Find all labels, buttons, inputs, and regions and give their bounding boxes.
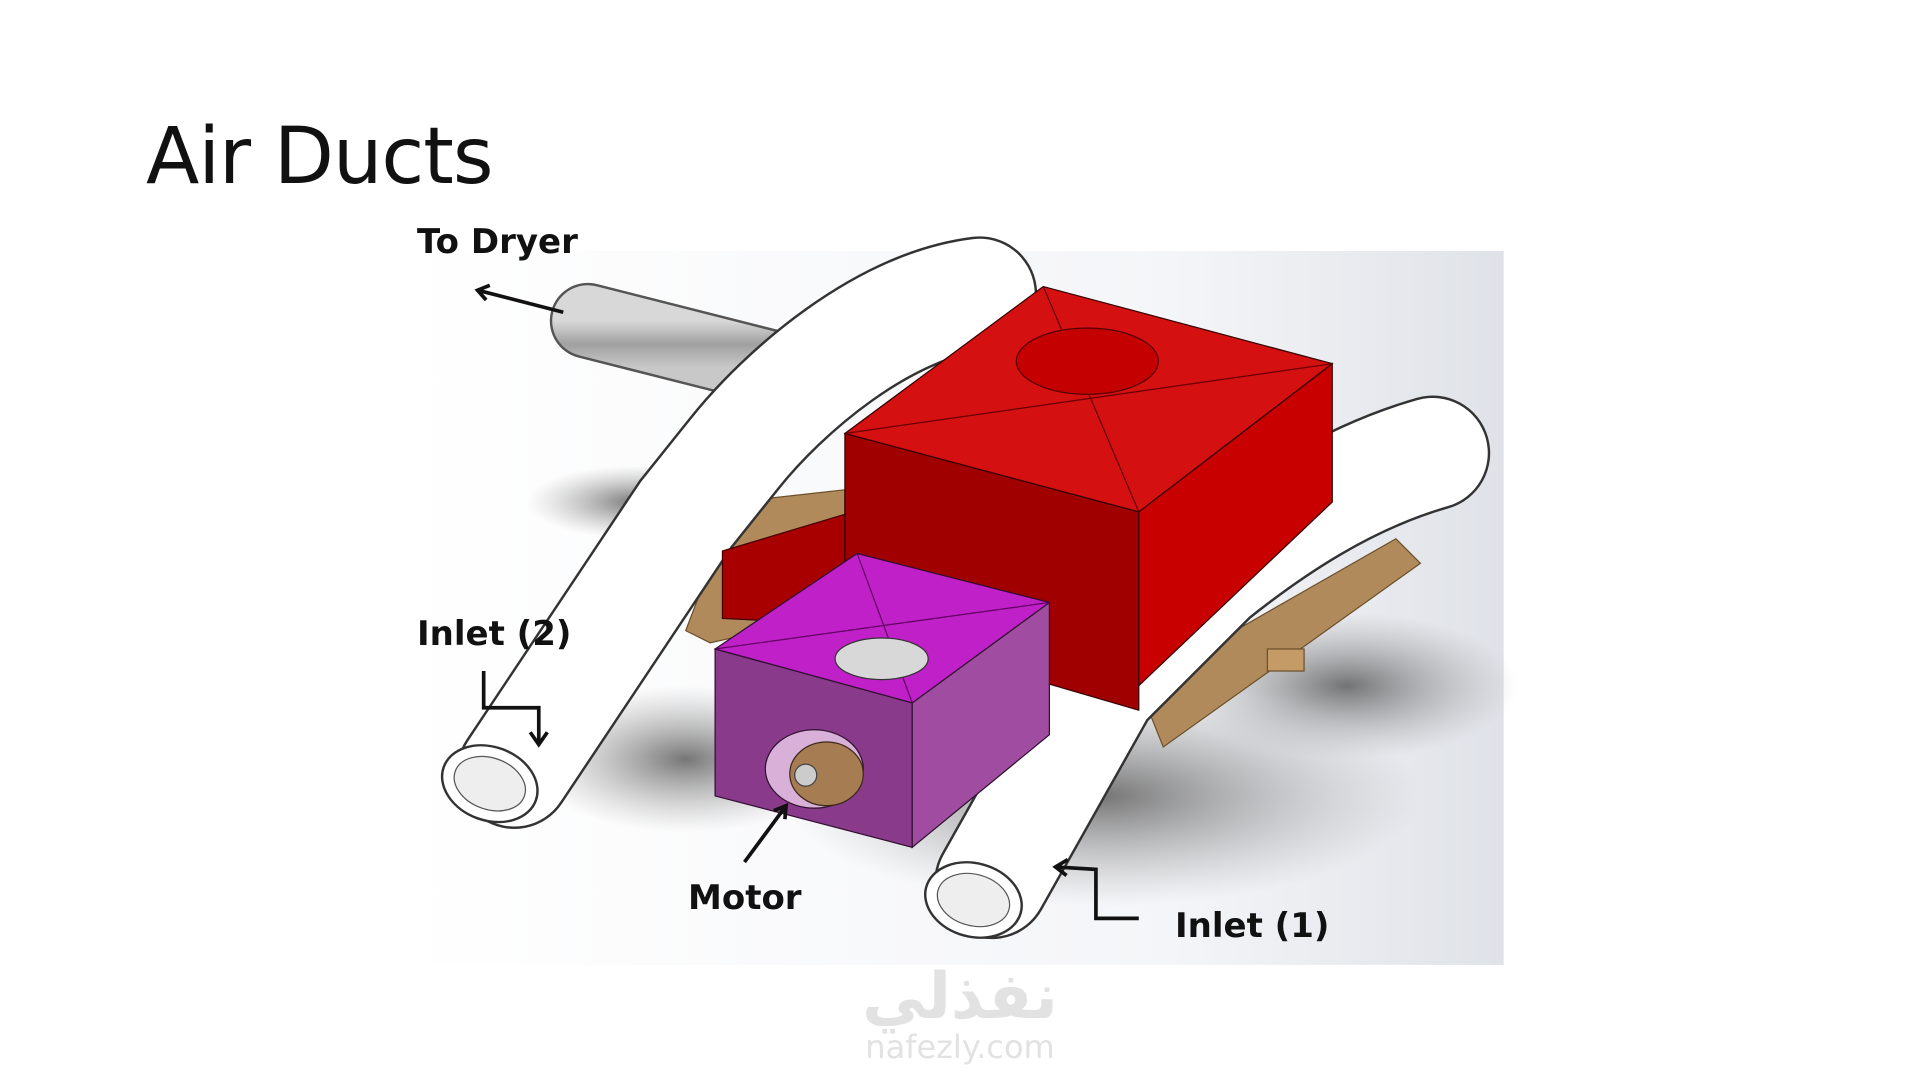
platform-right <box>1138 538 1422 748</box>
watermark-arabic: نفذلي <box>862 960 1058 1034</box>
to-dryer-arrow <box>474 283 564 315</box>
label-to-dryer: To Dryer <box>417 222 578 262</box>
inlet-1-arrow <box>1052 858 1139 921</box>
inlet-2-arrow <box>481 671 549 748</box>
label-motor: Motor <box>688 878 802 918</box>
slide-title: Air Ducts <box>146 112 493 202</box>
motor <box>789 741 864 807</box>
red-box-opening <box>1015 327 1159 395</box>
label-inlet-1: Inlet (1) <box>1175 906 1330 946</box>
watermark-url: nafezly.com <box>865 1028 1055 1066</box>
watermark: نفذلي nafezly.com <box>840 965 1080 1065</box>
annotation-arrows <box>474 283 1139 921</box>
motor-arrow <box>743 802 789 864</box>
label-inlet-2: Inlet (2) <box>417 614 572 654</box>
fan-opening <box>834 637 929 681</box>
